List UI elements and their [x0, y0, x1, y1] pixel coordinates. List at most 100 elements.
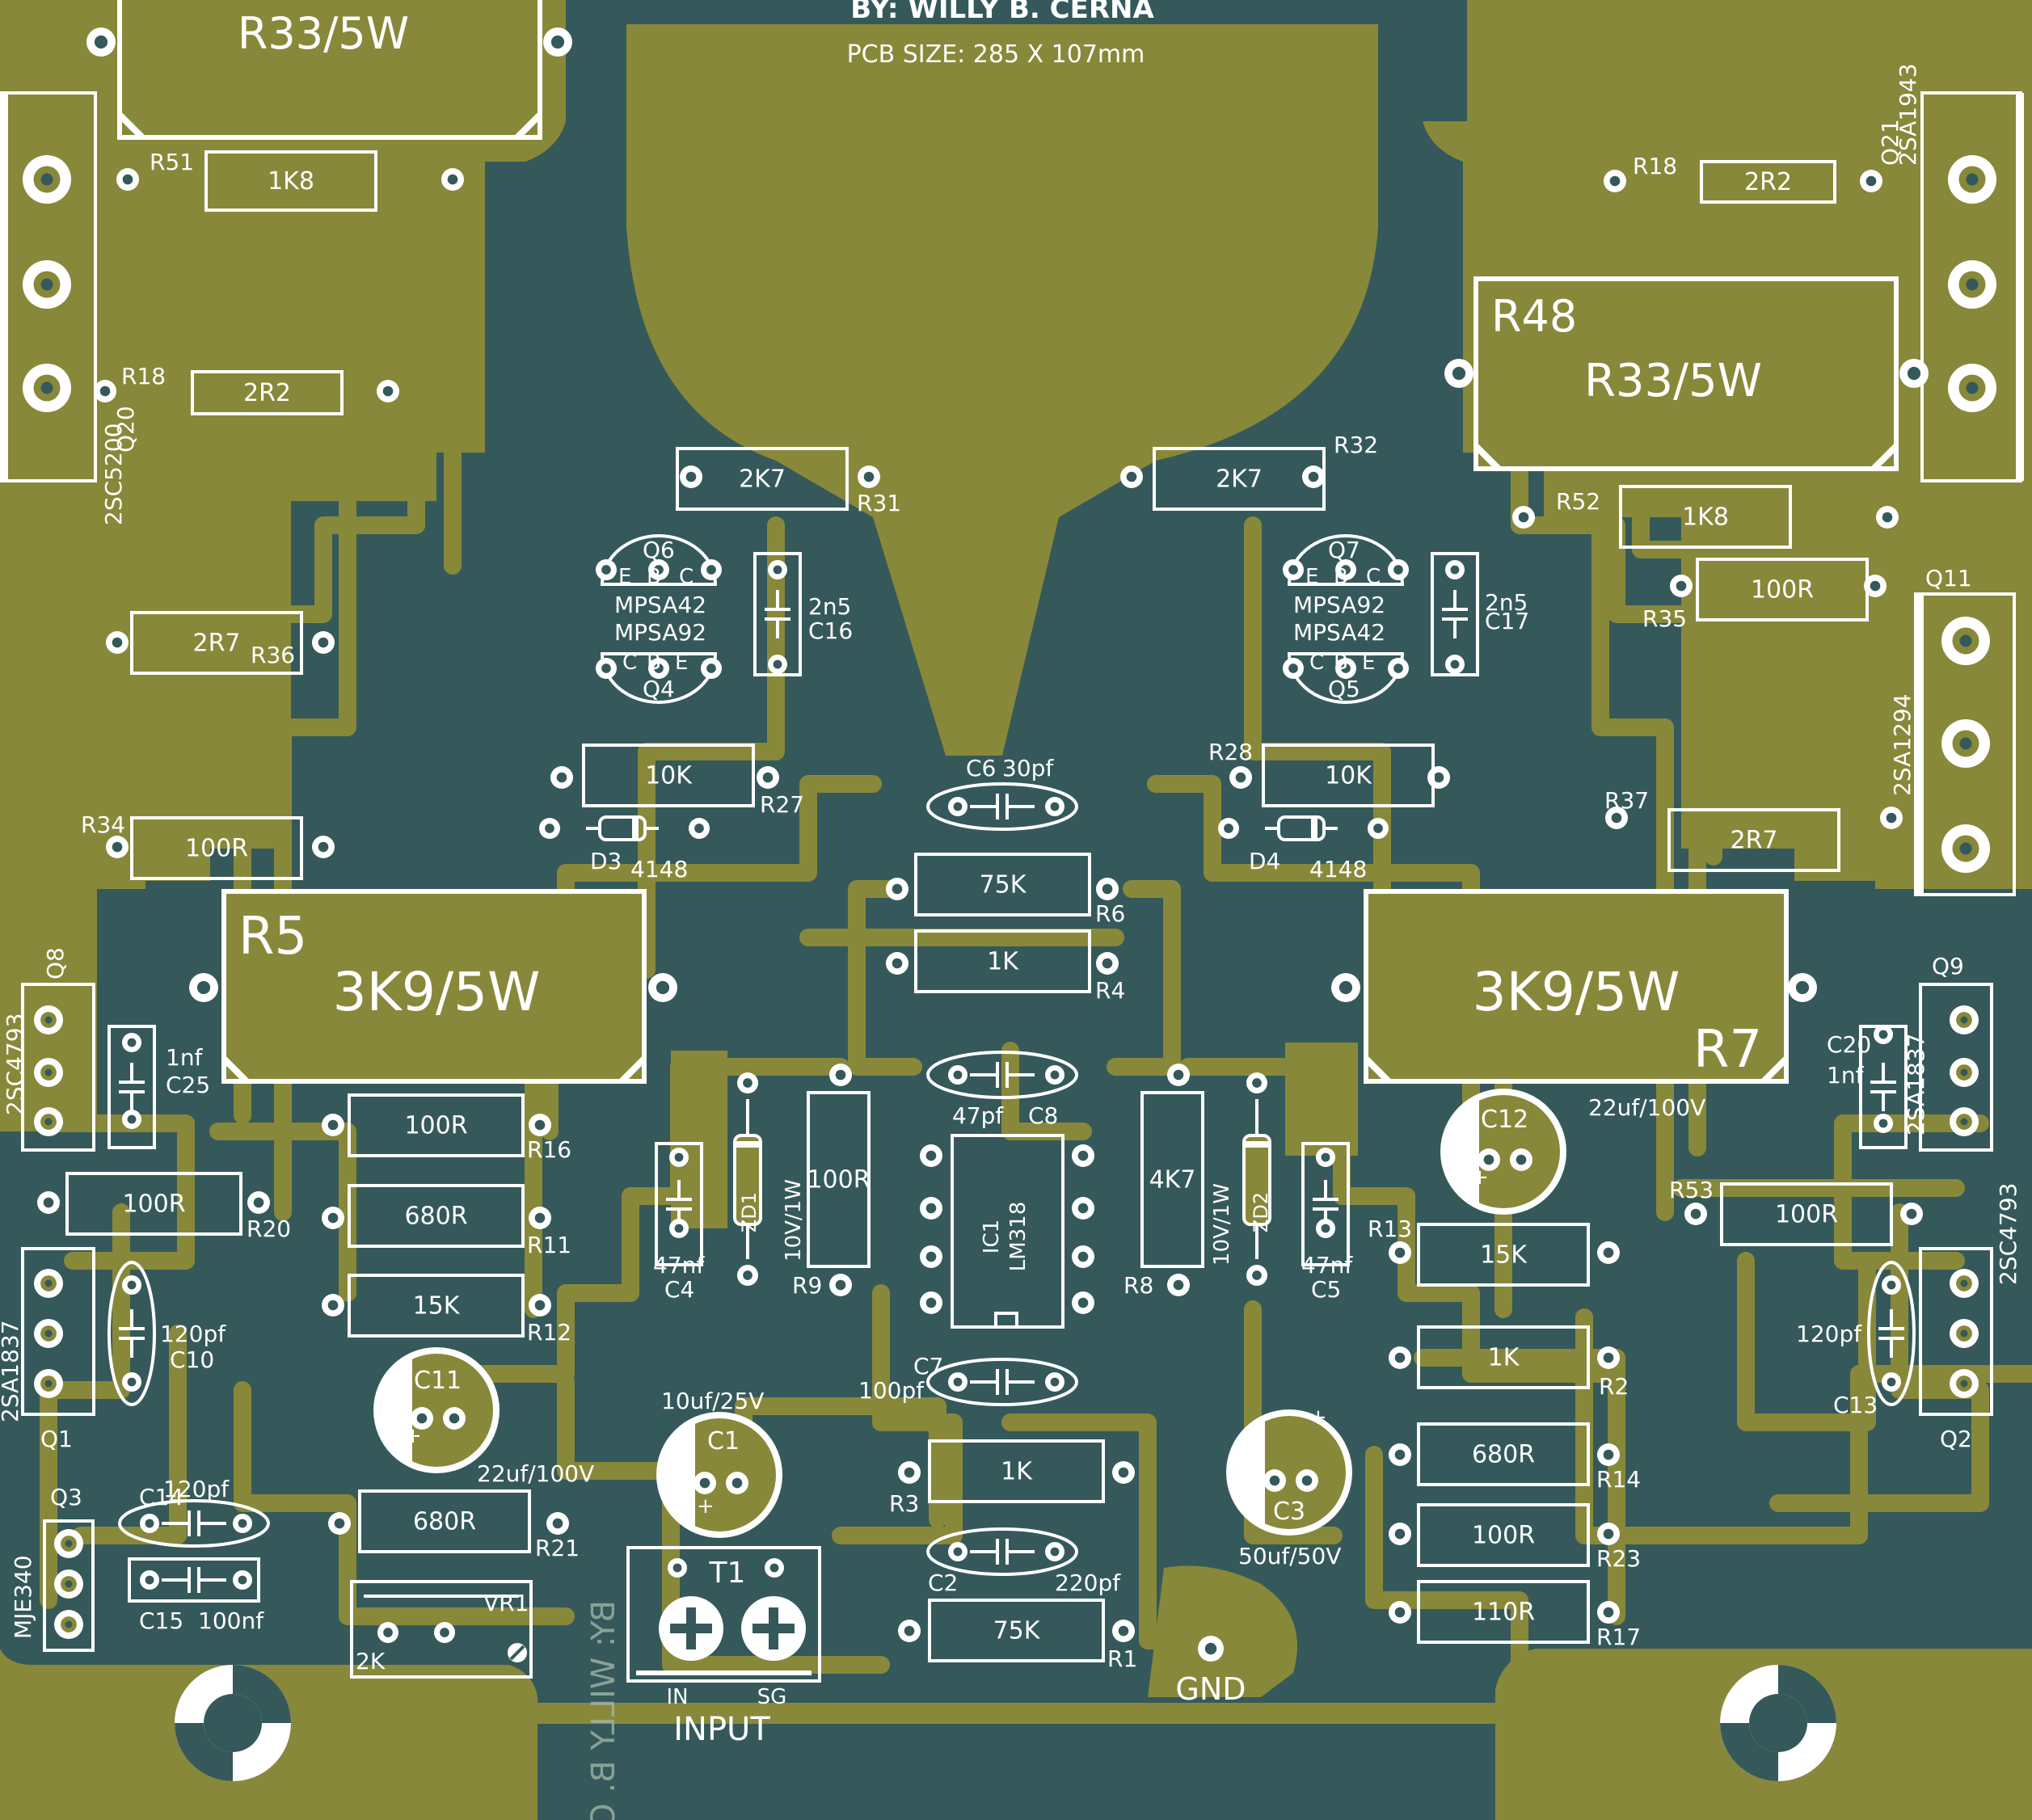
resistor-ref: R21 [535, 1535, 580, 1561]
solder-pad [1302, 466, 1325, 488]
transistor-pin [1948, 155, 1996, 204]
solder-pad [669, 1148, 689, 1167]
solder-pad [886, 952, 908, 975]
transistor-pin [23, 364, 71, 412]
solder-pad [1882, 1372, 1901, 1392]
resistor-ref: R31 [857, 490, 901, 516]
pin-letter: B [1334, 565, 1348, 589]
transistor-pin [54, 1610, 83, 1639]
transistor-part: 2SA1837 [0, 1320, 23, 1422]
resistor-value: 100R [404, 1112, 467, 1140]
capacitor-value: 100pf [858, 1377, 925, 1404]
solder-pad [247, 1191, 270, 1214]
solder-pad [1899, 359, 1929, 388]
resistor-ref: R4 [1095, 977, 1125, 1004]
solder-pad [669, 1219, 689, 1238]
solder-pad [1389, 1443, 1411, 1466]
capacitor-value: 47pf [952, 1102, 1004, 1129]
resistor-value: 75K [993, 1617, 1041, 1645]
screw-terminal-icon [659, 1596, 723, 1661]
solder-pad [1072, 1144, 1094, 1167]
connector-pin1-label: IN [666, 1685, 688, 1709]
resistor-body [928, 1439, 1105, 1503]
resistor-value: 15K [1480, 1241, 1528, 1270]
transistor-pin [1950, 1005, 1979, 1034]
resistor-body [1417, 1325, 1590, 1389]
watermark-text: BY: WILLY B. C [585, 1600, 622, 1820]
solder-pad [648, 559, 669, 580]
solder-pad [443, 1407, 466, 1430]
capacitor-ref: C4 [664, 1276, 694, 1303]
small-transistor-ref: Q6 [643, 537, 675, 563]
power-transistor-layer: Q202SC5200Q212SA1943Q112SA1294Q82SC4793Q… [0, 63, 2024, 1652]
capacitor-ref: C13 [1833, 1392, 1878, 1418]
solder-pad [106, 631, 129, 654]
resistor-body [358, 1489, 531, 1553]
capacitor-ref: C2 [928, 1569, 958, 1596]
solder-pad [1684, 1203, 1707, 1225]
solder-pad [648, 658, 669, 679]
solder-pad [116, 168, 139, 191]
resistor-body [914, 853, 1091, 916]
diode-ref: D3 [590, 848, 622, 874]
solder-pad [1860, 170, 1882, 192]
transistor-pin [1950, 1107, 1979, 1136]
transistor-part: 2SC4793 [1995, 1183, 2021, 1285]
electrolytic-value: 10uf/25V [661, 1388, 764, 1414]
solder-pad [122, 1275, 141, 1295]
resistor-value: 1K [1001, 1458, 1033, 1486]
solder-pad [765, 1558, 784, 1578]
resistor-value: 2R2 [243, 379, 291, 407]
resistor-body [1667, 808, 1840, 872]
pin-letter: E [675, 651, 688, 675]
electrolytic-ref: C12 [1481, 1106, 1528, 1134]
solder-pad [1427, 766, 1450, 789]
solder-pad [1445, 655, 1465, 674]
capacitor-ref: C15 [139, 1607, 183, 1634]
resistor-value: 100R [807, 1166, 870, 1194]
power-resistor-top-left: R33/5W [86, 0, 572, 140]
electrolytic-ref: C3 [1273, 1498, 1305, 1526]
transistor-pin [34, 1319, 63, 1348]
solder-pad [122, 1372, 141, 1392]
solder-pad [1597, 1241, 1620, 1264]
solder-pad [1605, 807, 1628, 829]
solder-pad [377, 380, 399, 402]
resistor-body [1417, 1580, 1590, 1644]
solder-pad [1045, 797, 1064, 816]
resistor-body [914, 929, 1091, 993]
transistor-pin [54, 1529, 83, 1558]
solder-pad [1876, 506, 1899, 529]
polarity-mark: + [404, 1424, 422, 1448]
solder-pad [1445, 560, 1465, 579]
solder-pad [529, 1207, 551, 1229]
solder-pad [1670, 575, 1693, 597]
resistor-value: 2K7 [739, 466, 786, 494]
solder-pad [701, 658, 722, 679]
solder-pad [948, 797, 968, 816]
resistor-value: 15K [413, 1292, 461, 1321]
resistor-ref: R53 [1669, 1177, 1714, 1203]
solder-pad [948, 1065, 968, 1085]
small-transistor-part: MPSA42 [614, 592, 706, 618]
